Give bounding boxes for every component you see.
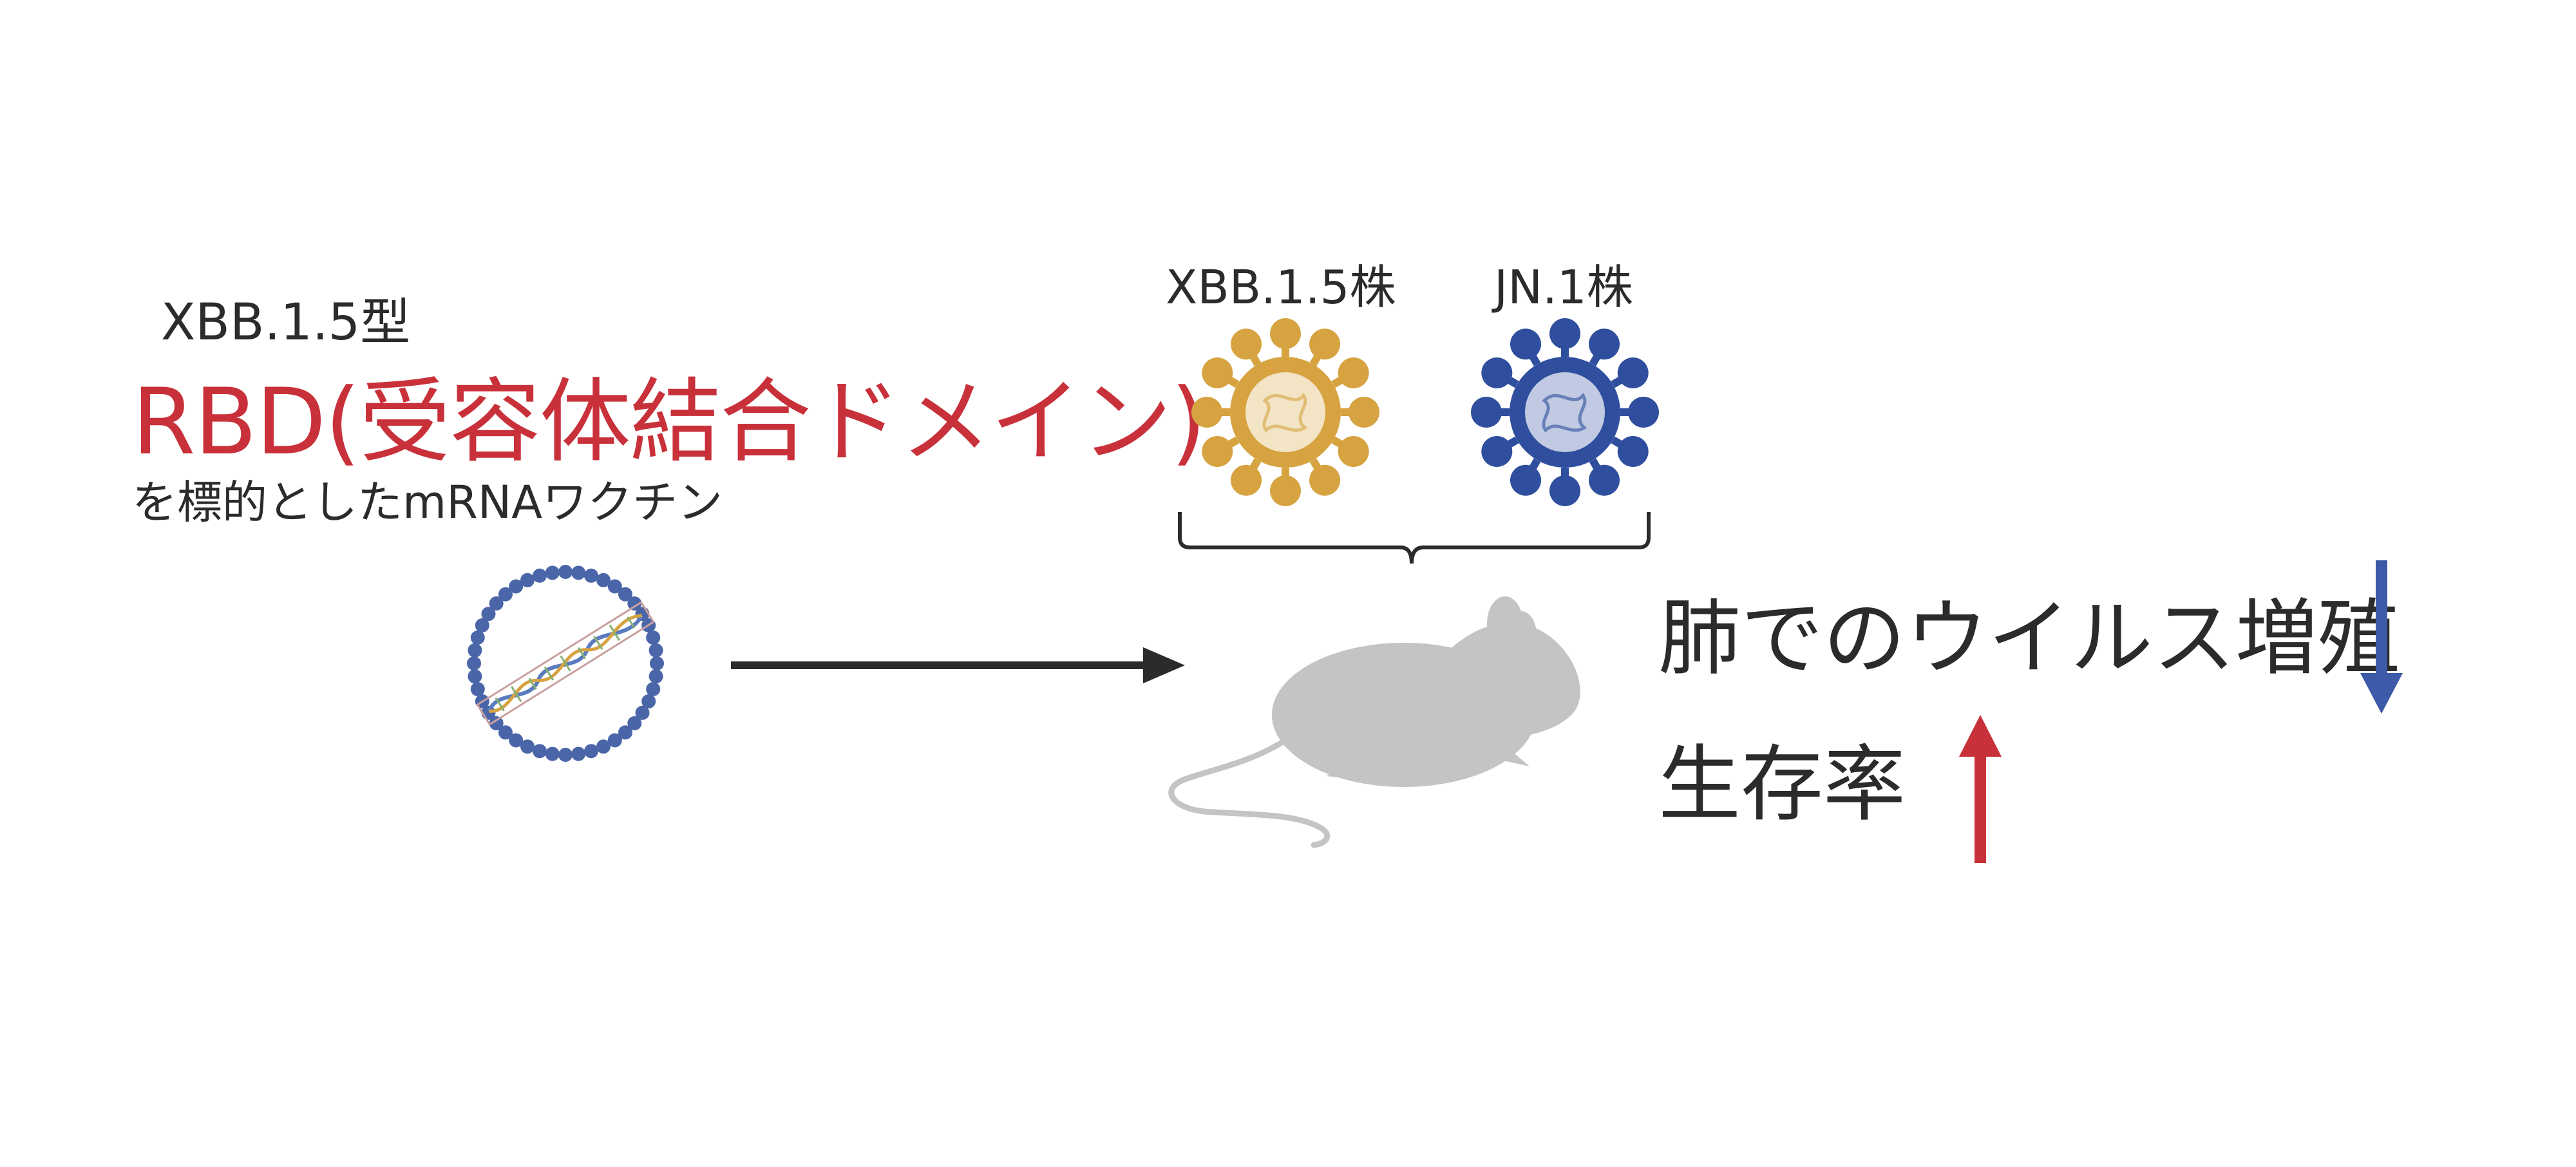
spike-protein bbox=[1338, 357, 1369, 388]
lipid-bead bbox=[649, 669, 663, 684]
spike-protein bbox=[1510, 328, 1541, 360]
arrow-down-icon bbox=[2360, 560, 2403, 714]
spike-protein bbox=[1589, 464, 1620, 496]
spike-protein bbox=[1617, 357, 1649, 388]
lipid-bead bbox=[468, 643, 482, 658]
lipid-bead bbox=[481, 607, 496, 621]
spike-protein bbox=[1202, 436, 1233, 467]
spike-protein bbox=[1481, 357, 1513, 388]
lipid-bead bbox=[520, 573, 535, 587]
lipid-bead bbox=[475, 618, 489, 632]
strain-xbb-label: XBB.1.5株 bbox=[1166, 260, 1396, 314]
lipid-bead bbox=[596, 573, 611, 587]
arrow-right-icon bbox=[731, 647, 1185, 683]
lipid-bead bbox=[646, 631, 661, 645]
arrow-up-icon bbox=[1959, 715, 2002, 863]
spike-protein bbox=[1231, 464, 1262, 496]
lipid-bead bbox=[509, 579, 524, 594]
lipid-bead bbox=[467, 656, 481, 670]
spike-protein bbox=[1471, 397, 1502, 428]
spike-protein bbox=[1231, 328, 1262, 360]
spike-protein bbox=[1349, 397, 1379, 428]
lipid-bead bbox=[470, 631, 485, 645]
spike-protein bbox=[1549, 318, 1580, 349]
spike-protein bbox=[1309, 464, 1340, 496]
lipid-bead bbox=[571, 565, 586, 580]
vaccine-description: を標的としたmRNAワクチン bbox=[132, 476, 723, 529]
mouse-icon bbox=[1168, 596, 1580, 848]
virus-icon-jn bbox=[1471, 318, 1659, 506]
lipid-bead bbox=[520, 739, 535, 754]
lipid-bead bbox=[635, 705, 650, 720]
vaccine-type-label: XBB.1.5型 bbox=[161, 294, 411, 352]
lipid-bead bbox=[618, 587, 632, 602]
lipid-bead bbox=[596, 739, 611, 754]
lipid-nanoparticle-icon bbox=[467, 565, 664, 762]
spike-protein bbox=[1270, 318, 1301, 349]
virus-icon-xbb bbox=[1191, 318, 1379, 506]
spike-protein bbox=[1202, 357, 1233, 388]
spike-protein bbox=[1309, 328, 1340, 360]
lipid-bead bbox=[468, 669, 482, 684]
spike-protein bbox=[1191, 397, 1222, 428]
lipid-bead bbox=[545, 565, 560, 580]
lipid-bead bbox=[646, 682, 661, 696]
spike-protein bbox=[1338, 436, 1369, 467]
lipid-bead bbox=[607, 733, 622, 748]
outcome-lung-replication: 肺でのウイルス増殖 bbox=[1658, 591, 2401, 687]
lipid-bead bbox=[509, 733, 524, 748]
spike-protein bbox=[1270, 475, 1301, 506]
spike-protein bbox=[1589, 328, 1620, 360]
outcome-survival-rate: 生存率 bbox=[1658, 737, 1906, 833]
strain-jn-label: JN.1株 bbox=[1494, 260, 1633, 314]
lipid-bead bbox=[533, 744, 547, 759]
vaccine-target-title: RBD(受容体結合ドメイン) bbox=[132, 369, 1206, 475]
lipid-bead bbox=[558, 748, 573, 762]
lipid-bead bbox=[498, 587, 513, 602]
mrna-strand-icon bbox=[476, 601, 655, 726]
spike-protein bbox=[1481, 436, 1513, 467]
lipid-bead bbox=[627, 596, 642, 611]
lipid-bead bbox=[649, 643, 663, 658]
lipid-bead bbox=[607, 579, 622, 594]
lipid-bead bbox=[489, 596, 504, 611]
lipid-bead bbox=[489, 716, 504, 730]
lipid-bead bbox=[470, 682, 485, 696]
lipid-bead bbox=[650, 656, 664, 670]
lipid-bead bbox=[641, 694, 656, 708]
brace-icon bbox=[1178, 512, 1651, 564]
spike-protein bbox=[1510, 464, 1541, 496]
spike-protein bbox=[1549, 475, 1580, 506]
lipid-bead bbox=[498, 725, 513, 740]
lipid-bead bbox=[618, 725, 632, 740]
lipid-bead bbox=[571, 746, 586, 761]
lipid-bead bbox=[558, 565, 573, 579]
lipid-bead bbox=[545, 746, 560, 761]
lipid-bead bbox=[627, 716, 642, 730]
lipid-bead bbox=[584, 744, 598, 759]
spike-protein bbox=[1617, 436, 1649, 467]
lipid-bead bbox=[584, 568, 598, 583]
spike-protein bbox=[1628, 397, 1659, 428]
lipid-bead bbox=[533, 568, 547, 583]
